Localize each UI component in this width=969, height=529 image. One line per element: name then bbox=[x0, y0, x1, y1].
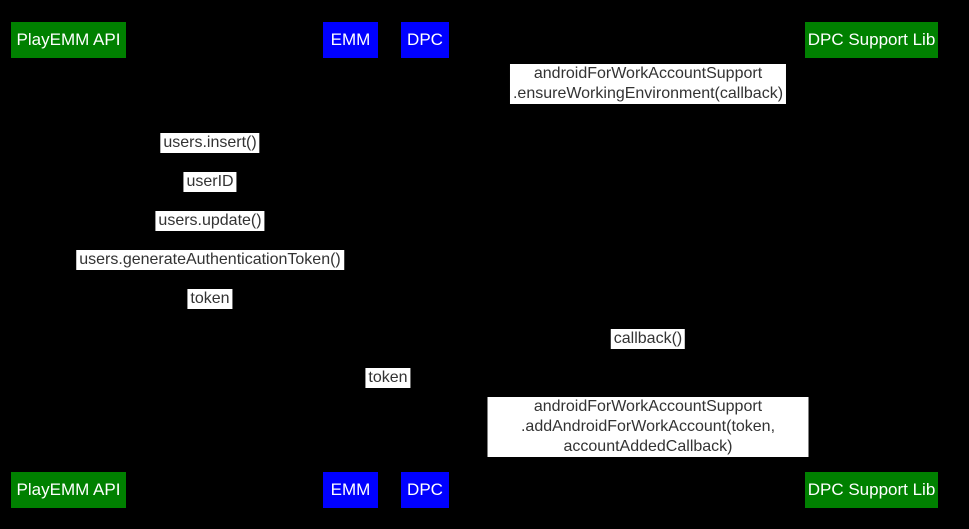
actor-dpc-support-lib-bottom: DPC Support Lib bbox=[805, 472, 938, 508]
message-generate-authentication-token: users.generateAuthenticationToken() bbox=[76, 250, 344, 270]
message-users-update: users.update() bbox=[155, 211, 265, 231]
message-users-insert: users.insert() bbox=[160, 133, 260, 153]
actor-dpc-support-lib-top: DPC Support Lib bbox=[805, 22, 938, 58]
actor-emm-bottom: EMM bbox=[323, 472, 378, 508]
message-callback: callback() bbox=[610, 329, 686, 349]
message-ensure-working-environment: androidForWorkAccountSupport .ensureWork… bbox=[509, 64, 787, 104]
actor-dpc-top: DPC bbox=[401, 22, 449, 58]
message-token-to-emm: token bbox=[187, 289, 233, 309]
message-add-android-for-work-account: androidForWorkAccountSupport .addAndroid… bbox=[487, 397, 809, 457]
actor-dpc-bottom: DPC bbox=[401, 472, 449, 508]
actor-playemm-api-top: PlayEMM API bbox=[11, 22, 126, 58]
actor-playemm-api-bottom: PlayEMM API bbox=[11, 472, 126, 508]
message-token-to-dpc: token bbox=[365, 368, 411, 388]
actor-emm-top: EMM bbox=[323, 22, 378, 58]
message-userid: userID bbox=[183, 172, 237, 192]
